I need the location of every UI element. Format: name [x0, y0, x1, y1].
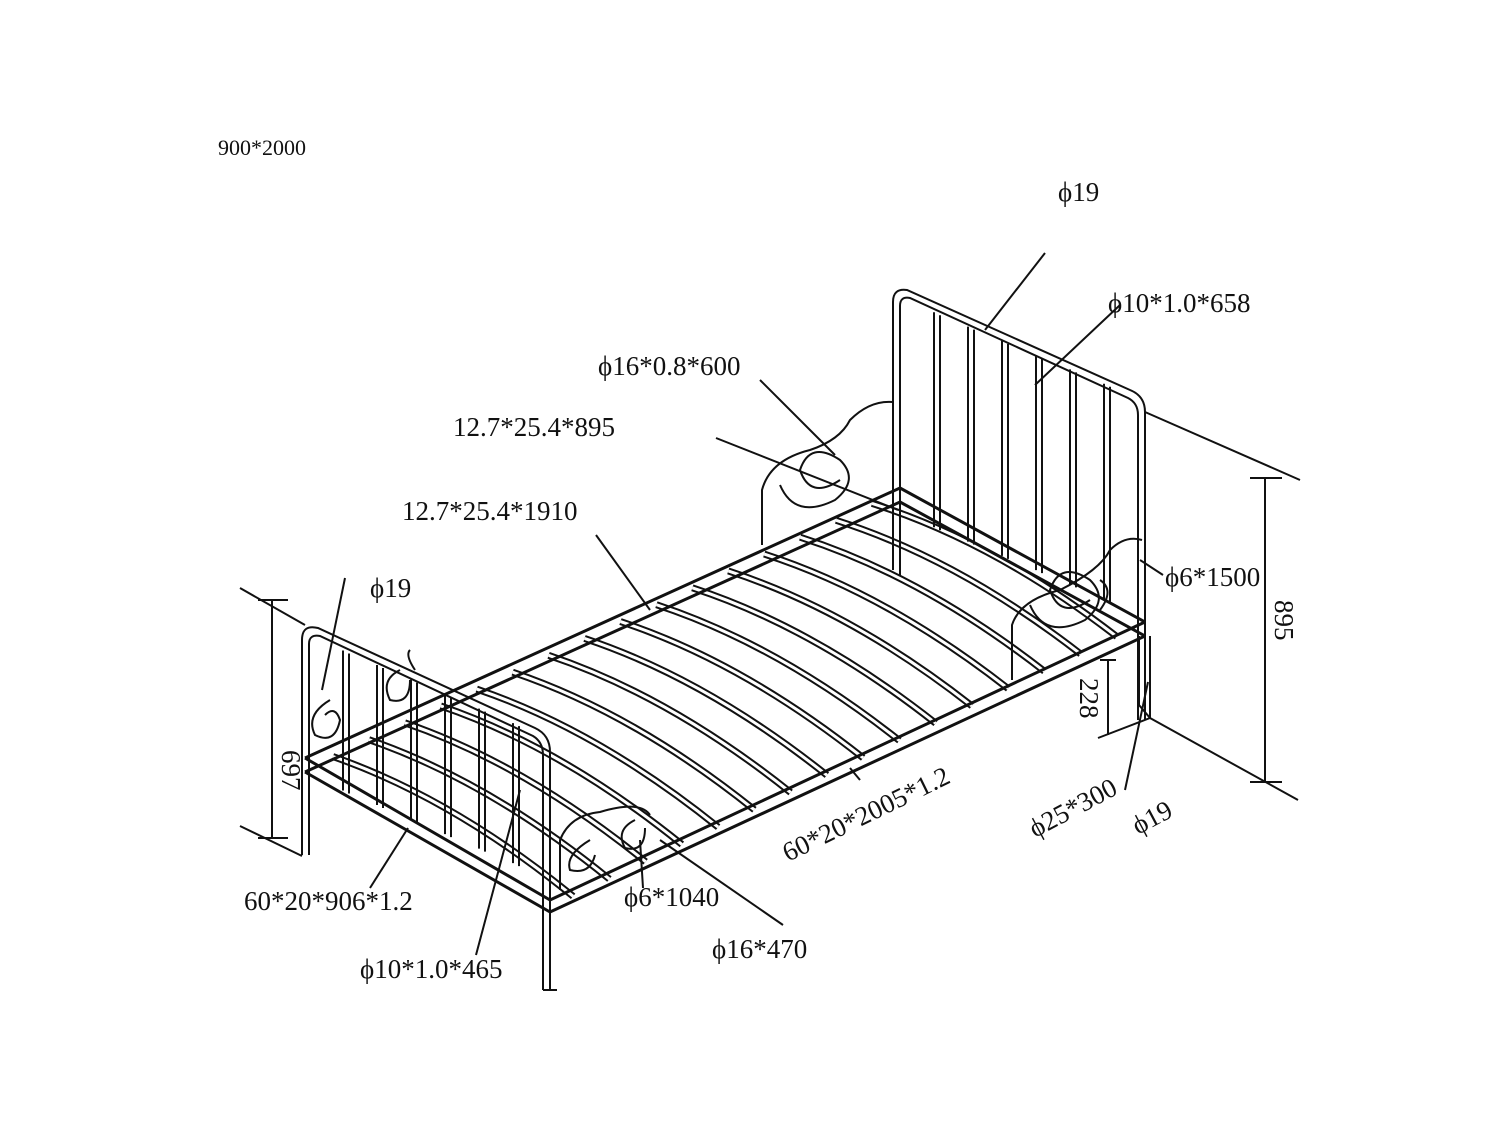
head-right-scroll	[1011, 537, 1143, 680]
side-rail-label: 60*20*2005*1.2	[777, 761, 954, 868]
leg-post-label: ϕ19	[1127, 794, 1177, 840]
head-post-label: ϕ19	[1058, 177, 1099, 207]
slat-highlight	[655, 603, 901, 742]
leg-height-label: 228	[1074, 678, 1104, 719]
foot-post-label: ϕ19	[370, 573, 411, 603]
footboard-bar	[444, 694, 452, 838]
leg-label: ϕ25*300	[1024, 772, 1122, 843]
slat-highlight	[440, 704, 683, 846]
footboard-bar	[342, 650, 350, 794]
slat-highlight	[404, 721, 647, 863]
foot-scroll-label: ϕ6*1040	[624, 882, 719, 912]
foot-side-tube-label: ϕ16*470	[712, 934, 807, 964]
slat-highlight	[691, 586, 937, 725]
slat-highlight	[584, 637, 828, 777]
headboard-bar	[1035, 355, 1043, 574]
slat-highlight	[619, 620, 865, 760]
slat-highlight	[871, 502, 1118, 638]
total-height-label: 895	[1269, 600, 1299, 641]
head-side-tube-label: ϕ16*0.8*600	[598, 351, 740, 381]
foot-end-rail	[304, 756, 551, 914]
headboard-bar	[1001, 340, 1009, 559]
bed-size-label: 900*2000	[218, 135, 306, 160]
left-side-rail	[304, 486, 901, 774]
slat-highlight	[727, 569, 973, 708]
headboard-bar	[1069, 369, 1077, 588]
headboard-bars	[933, 312, 1111, 602]
slat-highlight	[476, 687, 720, 829]
foot-left-scroll	[311, 649, 416, 739]
footboard-bar	[376, 665, 384, 809]
headboard	[761, 288, 1146, 720]
foot-bar-label: ϕ10*1.0*465	[360, 954, 502, 984]
headboard-bar	[933, 312, 941, 531]
dimension-lines	[239, 411, 1301, 857]
footboard-bar	[410, 679, 418, 823]
slat-highlight	[548, 653, 792, 794]
end-rail-label: 60*20*906*1.2	[244, 886, 413, 916]
slat-highlight	[835, 518, 1082, 656]
right-side-rail	[549, 620, 1146, 914]
footboard-bar	[478, 708, 486, 852]
long-slat-rail-label: 12.7*25.4*1910	[402, 496, 578, 526]
head-bar-label: ϕ10*1.0*658	[1108, 288, 1250, 318]
head-left-scroll	[761, 400, 894, 545]
leader-lines	[321, 252, 1164, 956]
short-slat-rail-label: 12.7*25.4*895	[453, 412, 615, 442]
foot-height-label: 697	[276, 750, 306, 791]
slat-highlight	[799, 535, 1046, 673]
footboard	[301, 626, 651, 991]
slat-highlight	[368, 738, 611, 881]
headboard-bar	[1103, 383, 1111, 602]
slat-highlight	[763, 552, 1010, 690]
legs	[892, 500, 1151, 719]
foot-right-scroll	[559, 805, 651, 890]
headboard-bar	[967, 326, 975, 545]
slats	[331, 500, 1120, 900]
head-scroll-label: ϕ6*1500	[1165, 562, 1260, 592]
slat-highlight	[512, 670, 756, 811]
